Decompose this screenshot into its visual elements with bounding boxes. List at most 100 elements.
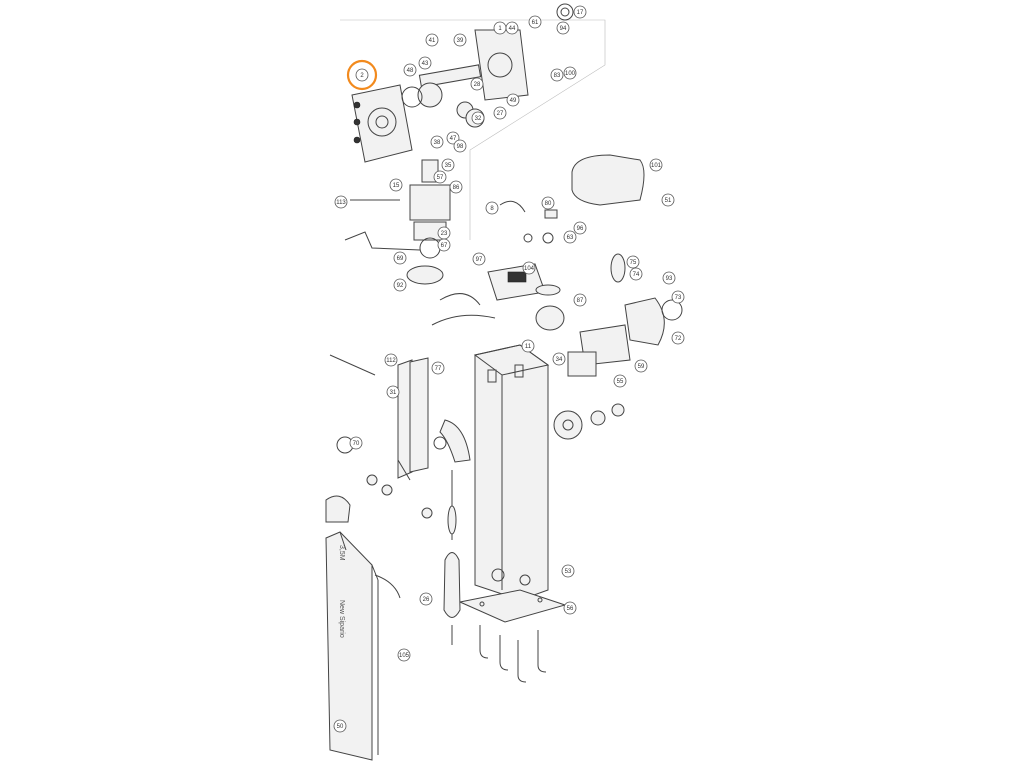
callout-51: 51 [661,193,675,207]
callout-circle [453,139,467,153]
callout-circle [419,592,433,606]
callout-circle [522,261,536,275]
callout-number: 27 [497,111,504,117]
callout-101: 101 [649,158,663,172]
callout-circle [355,68,369,82]
rod-assembly [344,231,421,251]
callout-number: 47 [450,136,457,142]
gearbox-cover [474,3,574,101]
bracket-75 [610,253,626,283]
callout-47: 47 [446,131,460,145]
nut-90 [381,484,393,496]
callout-86: 86 [449,180,463,194]
washer-107 [523,233,533,243]
callout-number: 73 [675,295,682,301]
callout-circle [437,238,451,252]
callout-number: 104 [524,266,535,272]
callout-number: 69 [397,256,404,262]
callout-34: 34 [552,352,566,366]
callout-75: 75 [626,255,640,269]
callout-49: 49 [506,93,520,107]
callout-113: 113 [334,195,348,209]
callout-31: 31 [386,385,400,399]
callout-circle [506,93,520,107]
callout-number: 100 [565,71,576,77]
callout-105: 105 [397,648,411,662]
callout-44: 44 [505,21,519,35]
callout-number: 26 [423,597,430,603]
callout-55: 55 [613,374,627,388]
callout-98: 98 [453,139,467,153]
callout-70: 70 [349,436,363,450]
callout-circle [626,255,640,269]
wire-8-lower [374,574,401,599]
callout-number: 98 [457,144,464,150]
callout-63: 63 [563,230,577,244]
callout-circle [613,374,627,388]
callout-circle [550,68,564,82]
callout-number: 17 [577,10,584,16]
callout-circle [671,331,685,345]
callout-11: 11 [521,339,535,353]
callout-number: 67 [441,243,448,249]
callout-number: 97 [476,257,483,263]
callout-57: 57 [433,170,447,184]
callout-number: 74 [633,272,640,278]
cabinet-53 [473,344,550,601]
callout-72: 72 [671,331,685,345]
callout-number: 48 [407,68,414,74]
bracket-78 [325,495,351,523]
callout-number: 11 [525,344,532,350]
callout-104: 104 [522,261,536,275]
anchor-bolts-42 [479,625,547,683]
callout-number: 63 [567,235,574,241]
callout-circle [661,193,675,207]
callout-61: 61 [528,15,542,29]
spring-26 [443,470,461,645]
callout-number: 57 [437,175,444,181]
gearbox-housing [351,84,413,163]
control-board-104 [487,263,546,301]
clip-80 [544,209,558,219]
callout-2: 2 [355,68,369,82]
callout-circle [493,106,507,120]
callout-circle [393,251,407,265]
lever-79 [439,419,471,463]
callout-77: 77 [431,361,445,375]
boom-arm-50: New Sipario 3,5M [325,531,379,761]
callout-41: 41 [425,33,439,47]
callout-circle [418,56,432,70]
callout-50: 50 [333,719,347,733]
callout-93: 93 [662,271,676,285]
callout-number: 86 [453,185,460,191]
callout-number: 75 [630,260,637,266]
callout-circle [662,271,676,285]
callout-circle [563,66,577,80]
callout-circle [334,195,348,209]
callout-circle [472,252,486,266]
rod-112 [329,354,376,376]
callout-27: 27 [493,106,507,120]
callout-circle [446,131,460,145]
callout-number: 77 [435,366,442,372]
callout-number: 83 [554,73,561,79]
wire-harness-lower [431,314,496,326]
guard-72 [624,297,683,346]
arm-model: 3,5M [338,545,345,561]
callout-1: 1 [493,21,507,35]
callout-number: 39 [457,38,464,44]
callout-number: 2 [360,73,364,79]
callout-number: 31 [390,390,397,396]
callout-circle [573,5,587,19]
callout-59: 59 [634,359,648,373]
callout-circle [505,21,519,35]
release-handle [553,403,625,440]
callout-circle [471,111,485,125]
callout-73: 73 [671,290,685,304]
callout-circle [384,353,398,367]
callout-32: 32 [471,111,485,125]
callout-number: 56 [567,606,574,612]
callout-number: 70 [353,441,360,447]
callout-74: 74 [629,267,643,281]
callout-83: 83 [550,68,564,82]
